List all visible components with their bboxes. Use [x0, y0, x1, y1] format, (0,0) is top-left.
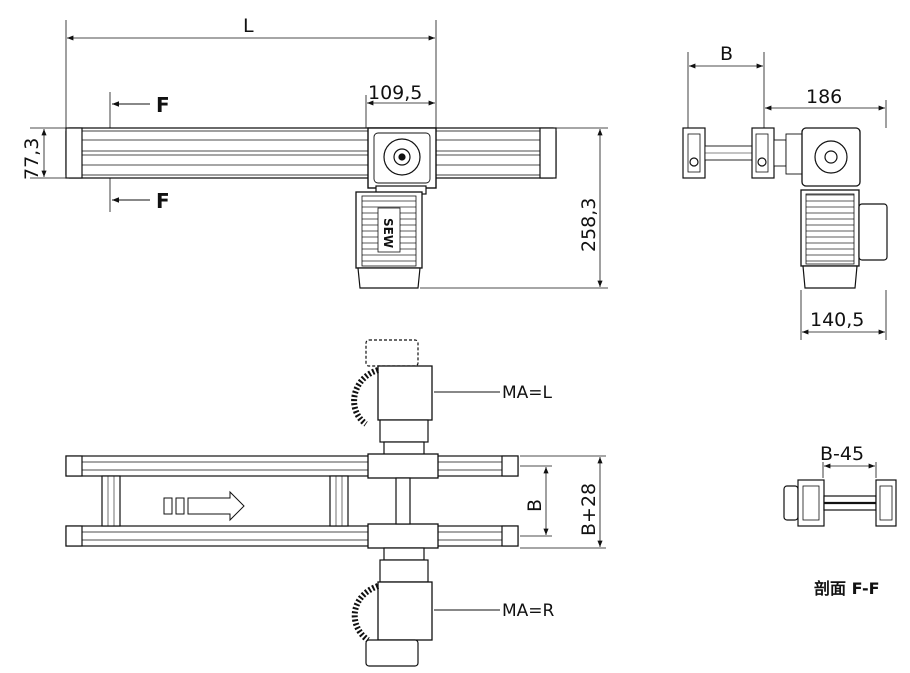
- mounting-right-label: MA=R: [502, 601, 555, 621]
- side-view: [682, 52, 888, 340]
- motor-brand-label: SEW: [381, 218, 395, 248]
- dim-inner-width: B: [524, 499, 546, 512]
- top-view: [65, 339, 606, 667]
- dim-gear-offset: 109,5: [368, 82, 422, 104]
- section-title: 剖面 F-F: [814, 579, 880, 598]
- dim-side-width: 186: [806, 86, 842, 108]
- section-marker-top: F: [156, 93, 170, 117]
- section-marker-bottom: F: [156, 189, 170, 213]
- mounting-left-label: MA=L: [502, 383, 553, 403]
- dim-outer-width: B+28: [578, 483, 600, 536]
- dim-section-width: B-45: [820, 443, 864, 465]
- dim-motor-width: 140,5: [810, 309, 864, 331]
- dim-length: L: [243, 15, 254, 37]
- section-view: [783, 462, 897, 527]
- dim-rail-height: 77,3: [21, 138, 43, 180]
- dim-total-height: 258,3: [578, 198, 600, 252]
- dim-width: B: [720, 43, 733, 65]
- front-view: [30, 20, 608, 289]
